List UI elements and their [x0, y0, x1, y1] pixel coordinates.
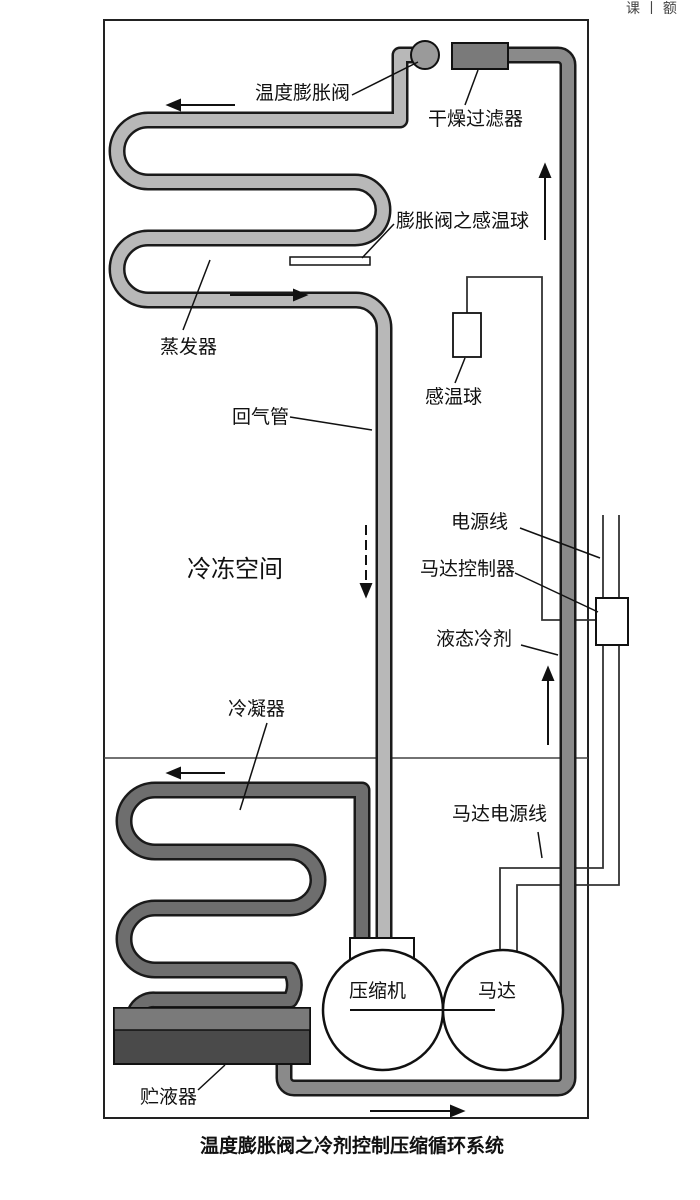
diagram-caption: 温度膨胀阀之冷剂控制压缩循环系统: [200, 1135, 505, 1157]
leader-return-pipe: [289, 416, 373, 431]
label-power-line: 电源线: [451, 511, 509, 533]
label-motor-power-line: 马达电源线: [452, 803, 548, 825]
condenser-coil: [115, 781, 371, 1017]
leader-sensing-bulb: [454, 357, 466, 384]
receiver-top: [113, 1007, 311, 1031]
label-sensing-bulb: 感温球: [425, 386, 483, 408]
leader-evaporator: [182, 259, 211, 331]
evaporator-coil: [108, 46, 425, 938]
condenser-pipe-fill: [118, 784, 368, 1015]
leader-motor-power-line: [537, 831, 543, 859]
leader-liquid-refrigerant: [520, 644, 559, 656]
motor-controller-box: [595, 597, 629, 646]
arrow-right-up-2-head: [541, 665, 555, 681]
leader-valve-bulb: [361, 223, 395, 259]
liquid-line-fill: [278, 49, 574, 1094]
leader-lines: [182, 61, 601, 1091]
leader-condenser: [239, 722, 268, 811]
valve-and-filter: [410, 40, 509, 70]
evaporator-pipe-fill: [111, 49, 425, 938]
arrow-right-up-1-head: [538, 162, 552, 178]
label-receiver: 贮液器: [140, 1086, 198, 1108]
arrow-return-down-head: [359, 583, 373, 599]
dryer-filter-icon: [451, 42, 509, 70]
cabinet-outline: [103, 19, 589, 1119]
receiver-tank: [113, 1007, 311, 1065]
label-evaporator: 蒸发器: [160, 336, 218, 358]
compressor-unit: [321, 937, 565, 1072]
arrow-bottom-right-head: [450, 1104, 466, 1118]
leader-expansion-valve: [351, 61, 419, 96]
label-dryer-filter: 干燥过滤器: [428, 108, 524, 130]
arrow-top-left-head: [165, 98, 181, 112]
label-expansion-valve: 温度膨胀阀: [255, 82, 351, 104]
motor-power-wire-1: [499, 645, 604, 955]
leader-power-line: [519, 527, 601, 559]
arrow-condenser-left-head: [165, 766, 181, 780]
label-return-pipe: 回气管: [232, 406, 290, 428]
cabinet: [103, 19, 589, 1119]
leader-dryer-filter: [464, 69, 479, 106]
label-compressor: 压缩机: [349, 980, 407, 1002]
label-motor: 马达: [478, 980, 517, 1002]
corner-text: 课 丨 额: [626, 1, 677, 17]
sensing-bulb-icon: [452, 312, 482, 358]
label-condenser: 冷凝器: [228, 698, 286, 720]
label-valve-sensing-bulb: 膨胀阀之感温球: [396, 210, 530, 232]
liquid-line: [275, 46, 577, 1097]
leader-receiver: [197, 1064, 226, 1091]
leader-motor-controller: [514, 572, 599, 613]
label-freezer-space: 冷冻空间: [187, 555, 283, 583]
expansion-valve-icon: [410, 40, 440, 70]
valve-sensing-bulb-icon: [289, 256, 371, 266]
label-motor-controller: 马达控制器: [420, 558, 516, 580]
condenser-pipe: [115, 781, 371, 1017]
label-liquid-refrigerant: 液态冷剂: [436, 628, 513, 650]
arrow-evap-right-head: [293, 288, 309, 302]
flow-arrows: [165, 98, 555, 1118]
